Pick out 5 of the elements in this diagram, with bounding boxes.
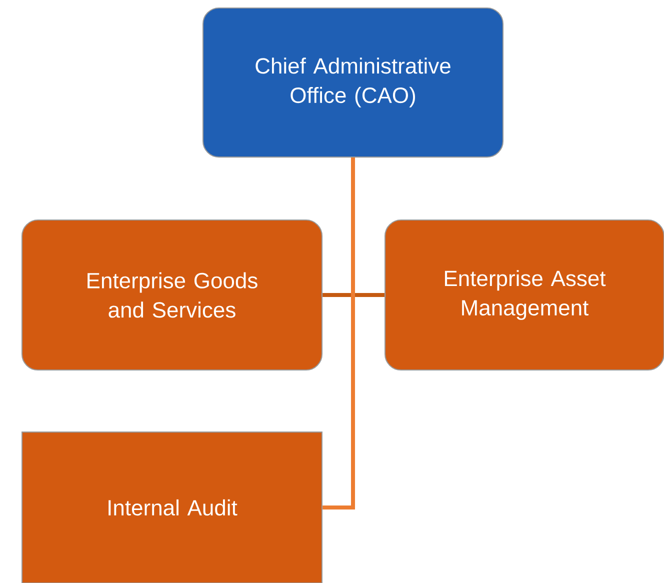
- office-box: Chief Administrative Office (CAO): [202, 7, 504, 158]
- department-box: Enterprise Asset Management: [384, 219, 664, 371]
- connector-line: [322, 158, 355, 510]
- department-box: Enterprise Goods and Services: [21, 219, 323, 371]
- department-box: Internal Audit: [21, 432, 323, 583]
